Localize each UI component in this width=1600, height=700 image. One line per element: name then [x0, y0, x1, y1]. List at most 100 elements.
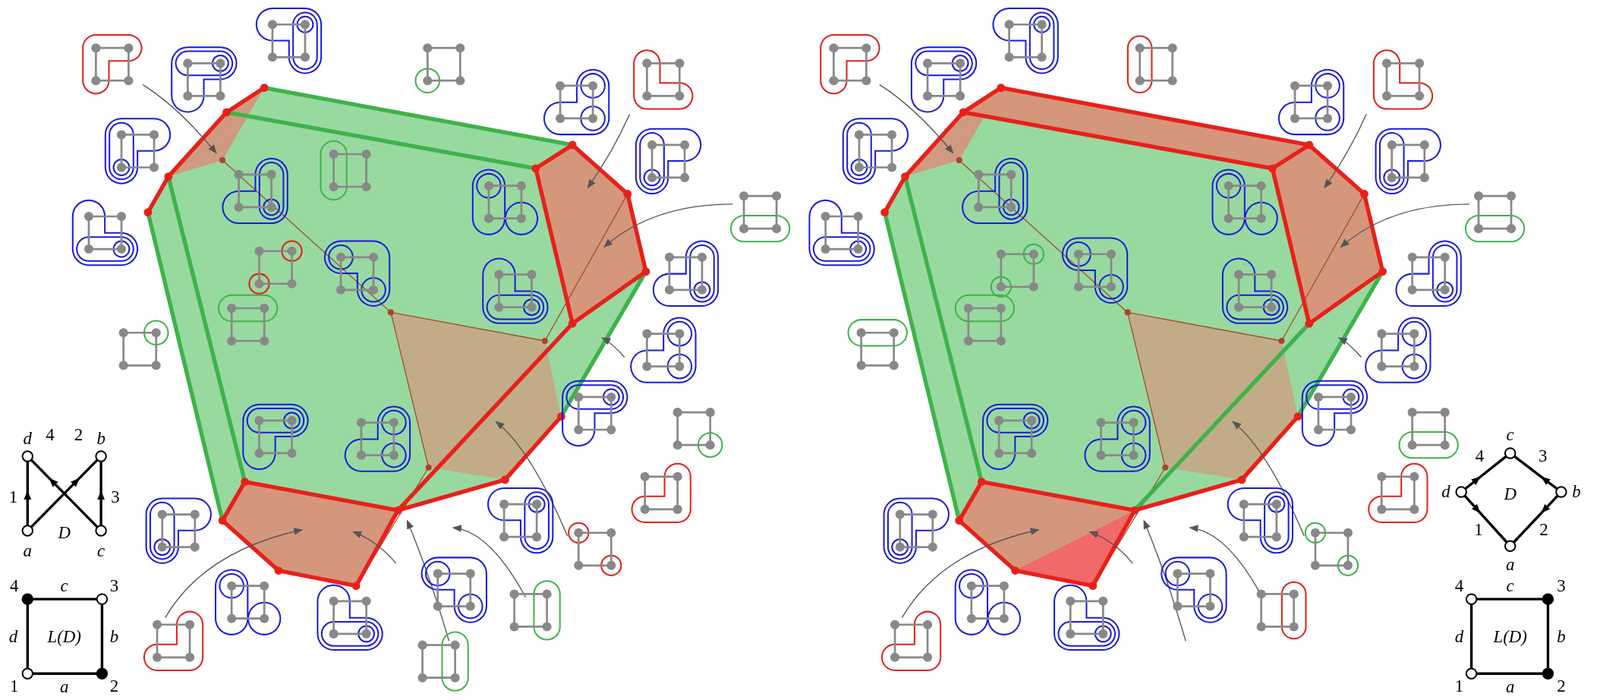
tubing-icon	[870, 485, 963, 577]
graph-edge	[931, 514, 934, 548]
tubing-icon	[469, 245, 561, 338]
graph-vertex	[573, 425, 583, 435]
graph-edge	[498, 305, 532, 309]
graph-edge	[978, 206, 1012, 209]
graph-line	[99, 456, 102, 531]
graph-edge	[436, 573, 439, 607]
tubing-icon	[1147, 544, 1240, 637]
red-edge	[981, 481, 1135, 511]
graph-edge	[422, 643, 456, 646]
graph-vertex	[286, 246, 297, 256]
tube-outline	[1048, 224, 1141, 317]
tube-outline	[1048, 224, 1141, 317]
graph-edge	[578, 563, 612, 567]
graph-vertex	[542, 588, 552, 599]
graph-vertex	[254, 246, 264, 256]
graph-edge	[1244, 503, 1277, 506]
direction-arrow	[1476, 477, 1481, 481]
graph-vertex	[1135, 43, 1145, 53]
graph-node	[1505, 447, 1515, 458]
graph-edge	[1259, 593, 1263, 627]
direction-arrow	[26, 491, 29, 498]
graph-vertex	[1420, 140, 1430, 150]
graph-vertex	[532, 532, 542, 542]
graph-vertex	[450, 673, 460, 683]
tubing-icon	[331, 393, 424, 486]
vertex-dot	[568, 319, 577, 328]
graph-edge	[677, 411, 711, 414]
tube-outline	[311, 227, 404, 320]
graph-edge	[645, 333, 649, 367]
graph-line	[1510, 453, 1562, 492]
graph-edge	[258, 452, 292, 455]
graph-edge	[1070, 633, 1103, 636]
graph-vertex	[647, 173, 657, 183]
tube-outline	[459, 156, 552, 249]
tubing-icon	[242, 0, 335, 87]
graph-vertex	[1409, 504, 1419, 514]
edge-label: d	[1455, 627, 1464, 646]
tube-outline	[1199, 156, 1292, 249]
graph-vertex	[1098, 629, 1108, 639]
graph-edge	[1261, 592, 1295, 596]
edge-label: a	[1505, 677, 1515, 696]
graph-edge	[1259, 185, 1263, 219]
graph-edge	[1009, 23, 1043, 26]
graph-vertex	[1272, 499, 1282, 509]
tube-outline	[311, 227, 404, 320]
edge-label: b	[1556, 627, 1566, 646]
graph-edge	[427, 47, 460, 50]
tube-outline	[1040, 571, 1133, 664]
graph-edge	[610, 532, 613, 566]
graph-vertex	[226, 303, 237, 313]
graph-vertex	[890, 620, 900, 630]
graph-vertex	[996, 336, 1006, 346]
tube-outline	[229, 390, 322, 483]
tube-outline	[242, 0, 335, 87]
graph-node	[95, 450, 106, 461]
graph-vertex	[889, 327, 899, 338]
graph-vertex	[853, 244, 863, 254]
graph-vertex	[226, 614, 237, 624]
graph-edge	[239, 173, 272, 177]
graph-edge	[545, 593, 549, 627]
tube-outline	[304, 571, 397, 664]
graph-vertex	[234, 202, 244, 212]
graph-edge	[1392, 176, 1425, 180]
graph-edge	[861, 364, 895, 367]
graph-edge	[559, 85, 562, 119]
graph-vertex	[91, 75, 101, 86]
graph-edge	[426, 47, 429, 81]
graph-vertex	[336, 252, 346, 262]
graph-vertex	[1106, 282, 1116, 292]
graph-edge	[825, 248, 859, 251]
graph-edge	[825, 215, 859, 218]
graph-edge	[157, 655, 190, 659]
tube-outline	[127, 595, 220, 687]
graph-vertex	[84, 244, 94, 254]
graph-vertex	[1065, 596, 1075, 606]
graph-vertex	[963, 303, 974, 313]
graph-vertex	[973, 202, 983, 212]
graph-vertex	[149, 129, 159, 139]
graph-edge	[1418, 62, 1421, 96]
graph-edge	[708, 412, 712, 445]
graph-vertex	[680, 140, 690, 150]
tube-outline	[229, 390, 322, 483]
graph-line	[27, 672, 102, 675]
graph-edge	[775, 195, 778, 229]
vertex-label: 4	[9, 576, 19, 595]
graph-edge	[520, 185, 523, 219]
graph-edge	[1412, 411, 1446, 414]
tube-outline	[622, 115, 715, 208]
graph-line	[1461, 491, 1511, 546]
graph-vertex	[1205, 601, 1215, 612]
graph-edge	[577, 396, 580, 430]
graph-vertex	[1026, 415, 1037, 426]
graph-edge	[333, 185, 367, 189]
graph-edge	[122, 332, 125, 366]
graph-edge	[263, 308, 266, 341]
tube-outline	[1288, 367, 1381, 460]
tube-outline	[803, 18, 896, 111]
